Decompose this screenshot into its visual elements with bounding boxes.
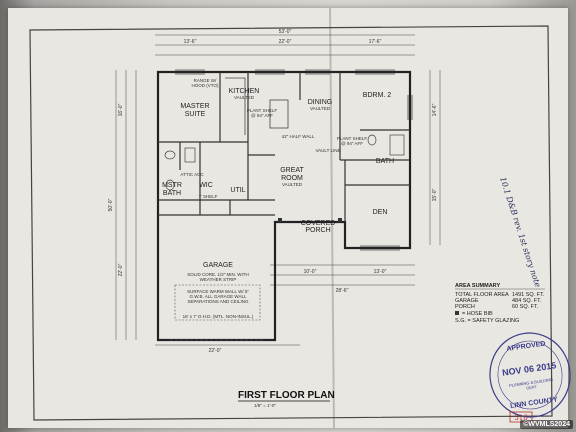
note-plant-shelf-2: PLANT SHELF <box>337 136 367 141</box>
dim-bottom-a: 22'-0" <box>209 348 222 354</box>
area-summary-heading: AREA SUMMARY <box>455 283 500 289</box>
interior-walls <box>158 72 410 222</box>
area-row-label: TOTAL FLOOR AREA <box>455 292 509 298</box>
note-range: RANGE W/ <box>194 78 218 83</box>
legend-hose-bib: = HOSE BIB <box>462 311 493 317</box>
stamp-dept-1: PLANNING & BUILDING <box>509 377 553 388</box>
room-label-room: ROOM <box>281 175 303 182</box>
sheet-border <box>29 25 553 421</box>
approval-stamp: APPROVED NOV 06 2015 PLANNING & BUILDING… <box>489 332 571 418</box>
room-label-kitchen: KITCHEN <box>229 88 260 95</box>
stamp-dept-2: DEPT <box>526 384 538 391</box>
note-hood: HOOD (VTO) <box>192 83 219 88</box>
room-label-suite: SUITE <box>185 111 206 118</box>
note-garage-2: WEATHER STRIP <box>200 277 237 282</box>
dimension-lines <box>115 34 441 346</box>
window-marks <box>175 69 413 251</box>
note-shelf: 7' SHELF <box>198 194 217 199</box>
handwritten-note: 10.1 D&B rev. 1st story note <box>498 176 542 289</box>
dim-left-a: 16'-0" <box>118 103 124 116</box>
room-label-garage: GARAGE <box>203 262 233 269</box>
dim-bottom-d: 28'-6" <box>336 288 349 294</box>
room-label-master: MASTER <box>180 103 209 110</box>
room-label-wic: WIC <box>199 182 213 189</box>
room-label-porch: PORCH <box>305 227 330 234</box>
area-row-value: 60 SQ. FT. <box>512 304 539 310</box>
area-summary: AREA SUMMARY TOTAL FLOOR AREA 1491 SQ. F… <box>455 283 545 324</box>
note-plant-shelf-1b: @ 94" AFF <box>251 113 273 118</box>
dim-right-b: 15'-0" <box>432 188 438 201</box>
permit-number: 316 <box>514 414 528 422</box>
dim-left-b: 22'-0" <box>118 263 124 276</box>
note-half-wall: 42" HALF WALL <box>282 134 315 139</box>
area-row-value: 1491 SQ. FT. <box>512 292 545 298</box>
dim-top-overall: 53'-0" <box>279 29 292 35</box>
dim-top-c: 17'-6" <box>369 39 382 45</box>
room-label-covered: COVERED <box>301 220 336 227</box>
note-garage-4: G.W.B. ALL GARAGE WALL <box>190 294 247 299</box>
note-attic-acc: ATTIC ACC <box>180 172 204 177</box>
room-label-util: UTIL <box>230 187 245 194</box>
legend-safety-glazing: S.G. = SAFETY GLAZING <box>455 318 519 324</box>
room-label-bdrm2: BDRM. 2 <box>363 92 392 99</box>
room-label-dining-vaulted: VAULTED <box>310 106 331 111</box>
plan-title: FIRST FLOOR PLAN <box>238 390 335 401</box>
dim-top-a: 13'-6" <box>184 39 197 45</box>
plan-scale: 1/8" = 1'-0" <box>254 403 276 408</box>
room-label-kitchen-vaulted: VAULTED <box>234 95 255 100</box>
kitchen-counter <box>225 77 246 135</box>
blueprint-sheet <box>8 8 568 428</box>
note-vault-line: VAULT LINE <box>315 148 340 153</box>
area-row-value: 484 SQ. FT. <box>512 298 542 304</box>
porch-posts <box>278 218 342 222</box>
dim-bottom-c: 10'-0" <box>304 269 317 275</box>
dim-top-b: 22'-0" <box>279 39 292 45</box>
watermark: ©WVMLS2024 <box>520 420 573 429</box>
area-row-label: GARAGE <box>455 298 479 304</box>
room-label-great: GREAT <box>280 167 304 174</box>
dim-left-overall: 50'-0" <box>108 198 114 211</box>
note-garage-5: SEPARATIONS AND CEILING <box>187 299 249 304</box>
bath-fixtures <box>164 134 405 191</box>
dim-right-a: 14'-6" <box>432 103 438 116</box>
dim-bottom-b: 13'-0" <box>374 269 387 275</box>
paper-fold <box>329 7 335 429</box>
area-row-label: PORCH <box>455 304 475 310</box>
room-label-bath: BATH <box>376 158 394 165</box>
kitchen-island <box>269 99 289 129</box>
note-plant-shelf-2b: @ 94" AFF <box>341 141 363 146</box>
hose-bib-icon <box>455 311 459 315</box>
room-label-great-vaulted: VAULTED <box>282 182 303 187</box>
room-label-dining: DINING <box>308 99 333 106</box>
note-garage-3: SURFACE WARM WALL W/ 5" <box>187 289 249 294</box>
garage-note-box <box>174 284 261 321</box>
stamp-county: LINN COUNTY <box>510 396 559 410</box>
note-garage-1: SOLID CORE, 1/2" MIN. WITH <box>187 272 249 277</box>
room-label-mstr: MSTR <box>162 182 182 189</box>
note-plant-shelf-1: PLANT SHELF <box>247 108 277 113</box>
stamp-approved: APPROVED <box>506 341 546 353</box>
note-garage-door: 16' x 7' O.H.D. (MTL. NON-INSUL.) <box>183 314 254 319</box>
stamp-date: NOV 06 2015 <box>501 360 556 377</box>
room-label-mstr-bath: BATH <box>163 190 181 197</box>
room-label-den: DEN <box>373 209 388 216</box>
